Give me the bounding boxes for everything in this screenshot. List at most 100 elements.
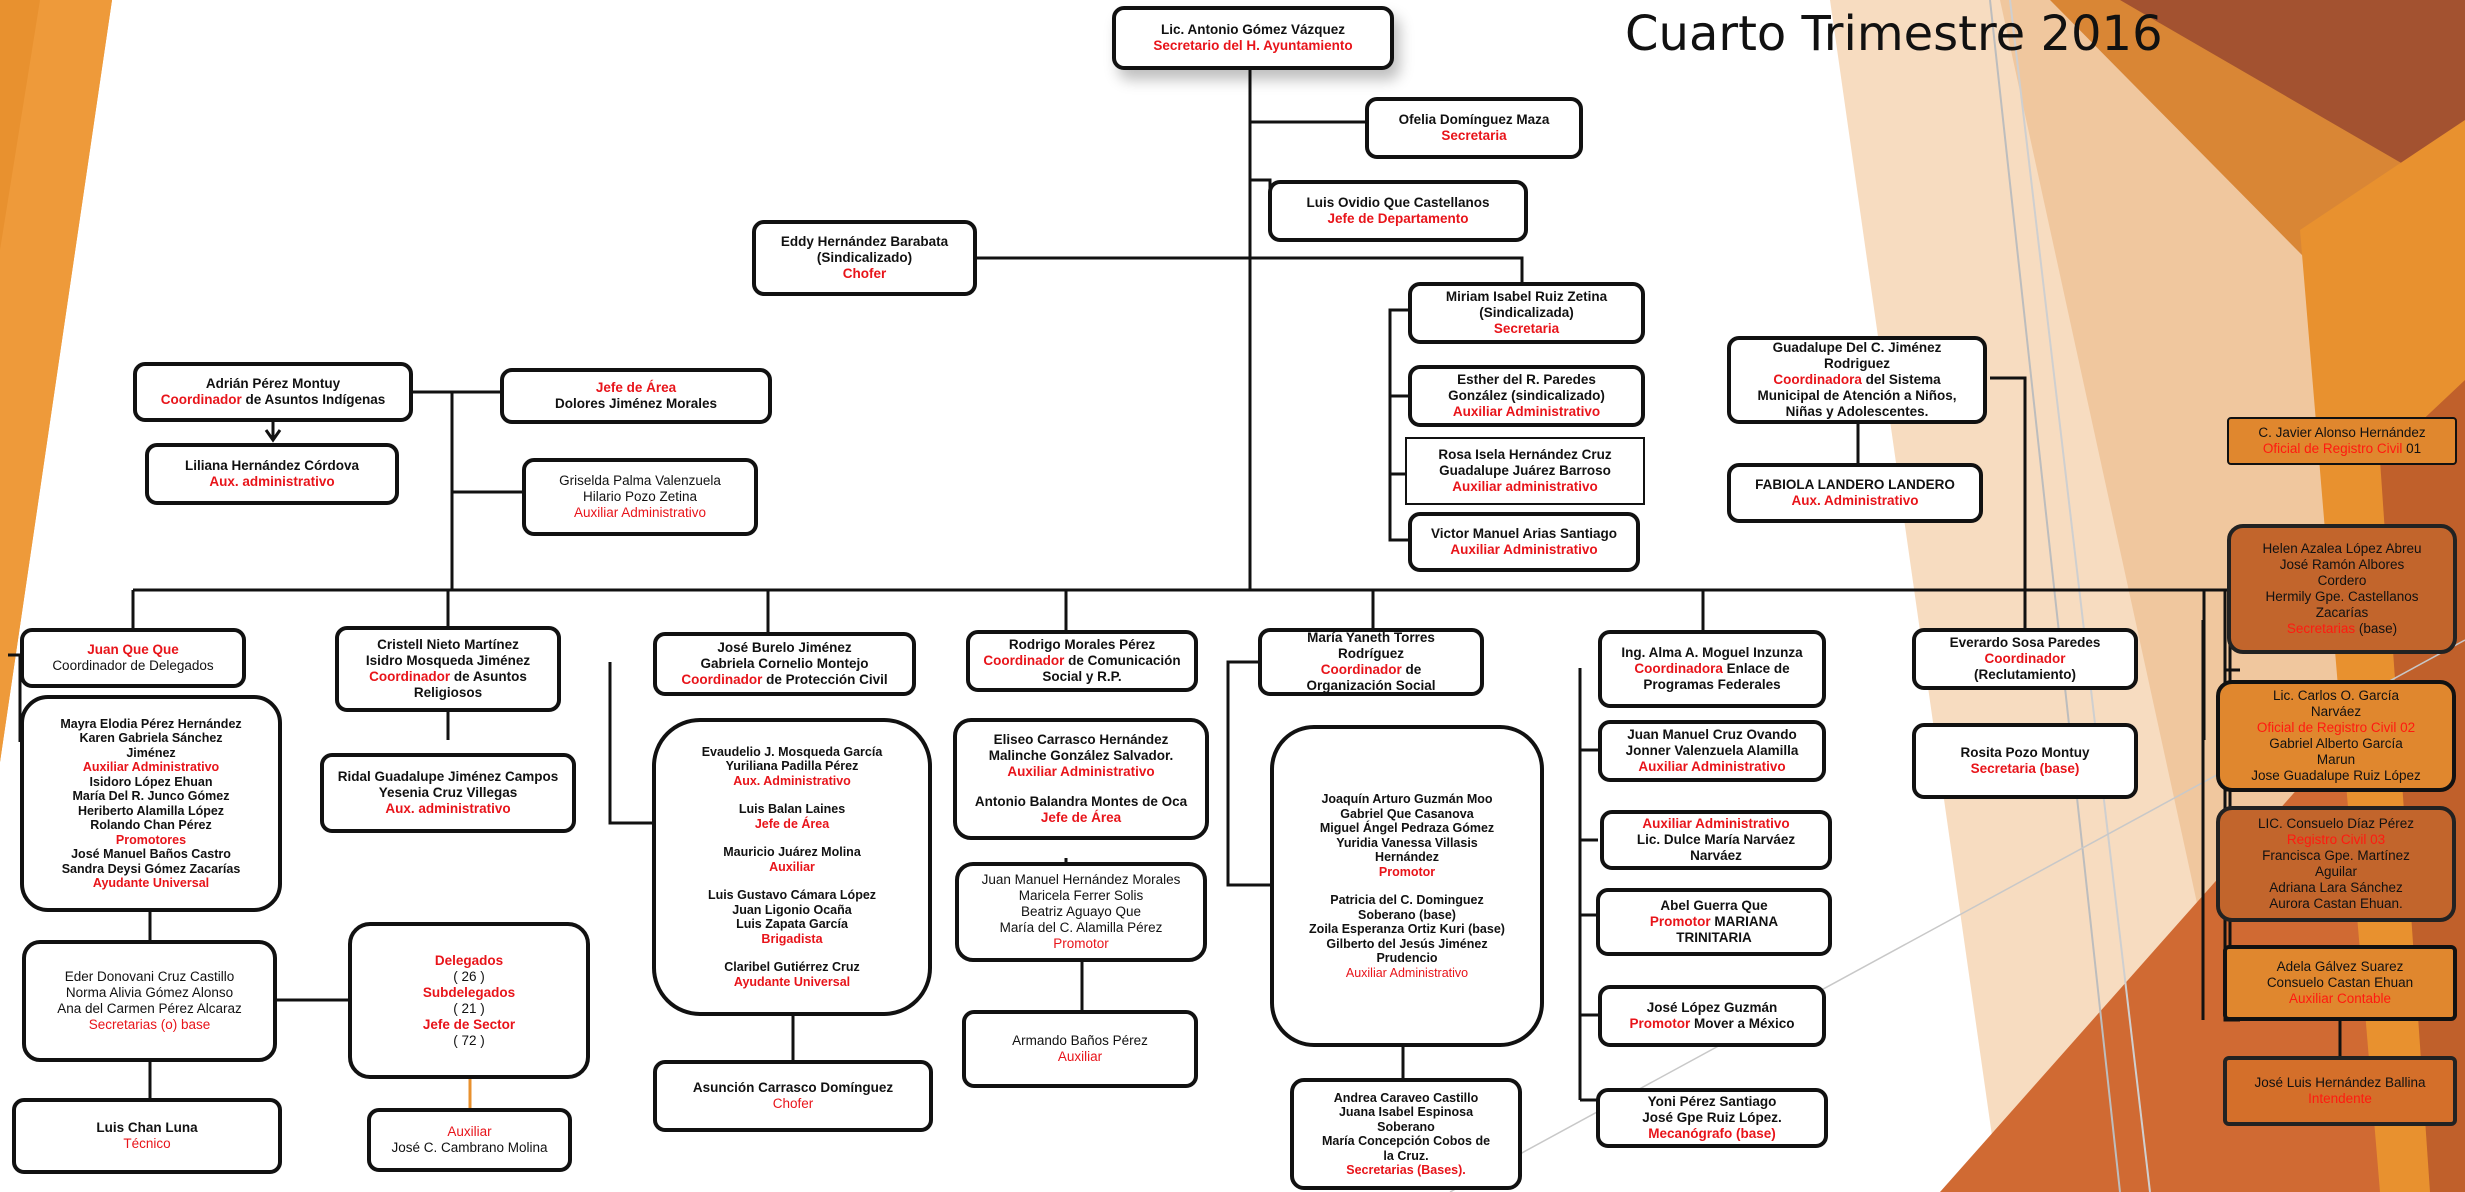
- box-eliseo[interactable]: Eliseo Carrasco Hernández Malinche Gonzá…: [953, 718, 1209, 840]
- person-name: Karen Gabriela Sánchez: [79, 731, 223, 745]
- role-label: Coordinador: [1320, 662, 1402, 677]
- person-name: Claribel Gutiérrez Cruz: [724, 960, 860, 975]
- box-yoni[interactable]: Yoni Pérez Santiago José Gpe Ruiz López.…: [1596, 1088, 1828, 1148]
- person-name: Rolando Chan Pérez: [90, 818, 212, 832]
- person-name: Narváez: [1690, 848, 1742, 863]
- box-jose-lopez[interactable]: José López Guzmán Promotor Mover a Méxic…: [1598, 985, 1826, 1047]
- role-desc: Programas Federales: [1643, 677, 1781, 692]
- person-name: Yuriliana Padilla Pérez: [725, 759, 859, 774]
- person-name: Eliseo Carrasco Hernández: [993, 732, 1169, 747]
- box-rosita[interactable]: Rosita Pozo Montuy Secretaria (base): [1912, 723, 2138, 799]
- person-name: Everardo Sosa Paredes: [1949, 635, 2101, 650]
- role-desc: Social y R.P.: [1042, 669, 1122, 684]
- role-line: Secretarias (base): [2287, 621, 2397, 637]
- box-armando[interactable]: Armando Baños Pérez Auxiliar: [962, 1010, 1198, 1088]
- person-name: Hernández: [1375, 850, 1439, 864]
- role-desc: de: [1401, 662, 1422, 677]
- role-label: Subdelegados: [422, 984, 516, 1000]
- box-auxiliar-jose[interactable]: Auxiliar José C. Cambrano Molina: [367, 1108, 572, 1172]
- box-victor[interactable]: Victor Manuel Arias Santiago Auxiliar Ad…: [1408, 512, 1640, 572]
- box-juan-que[interactable]: Juan Que Que Coordinador de Delegados: [20, 628, 246, 688]
- box-luis-ovidio[interactable]: Luis Ovidio Que Castellanos Jefe de Depa…: [1268, 180, 1528, 242]
- box-helen[interactable]: Helen Azalea López Abreu José Ramón Albo…: [2227, 524, 2457, 654]
- box-everardo[interactable]: Everardo Sosa Paredes Coordinador (Reclu…: [1912, 628, 2138, 690]
- person-name: Lic. Antonio Gómez Vázquez: [1160, 22, 1345, 37]
- person-name-cont: González (sindicalizado): [1448, 388, 1605, 403]
- box-andrea[interactable]: Andrea Caraveo Castillo Juana Isabel Esp…: [1290, 1078, 1522, 1190]
- person-name: Soberano: [1377, 1119, 1435, 1134]
- box-alma[interactable]: Ing. Alma A. Moguel Inzunza Coordinadora…: [1598, 630, 1826, 708]
- person-name: Luis Zapata García: [736, 917, 848, 932]
- box-jose-luis[interactable]: José Luis Hernández Ballina Intendente: [2223, 1056, 2457, 1126]
- box-consuelo[interactable]: LIC. Consuelo Díaz Pérez Registro Civil …: [2216, 806, 2456, 922]
- person-name: Gilberto del Jesús Jiménez: [1326, 936, 1488, 951]
- box-carlos[interactable]: Lic. Carlos O. García Narváez Oficial de…: [2216, 680, 2456, 792]
- box-esther[interactable]: Esther del R. Paredes González (sindical…: [1408, 365, 1645, 427]
- box-fabiola[interactable]: FABIOLA LANDERO LANDERO Aux. Administrat…: [1727, 463, 1983, 523]
- box-evaudelio[interactable]: Evaudelio J. Mosqueda García Yuriliana P…: [652, 718, 932, 1016]
- box-joaquin[interactable]: Joaquín Arturo Guzmán Moo Gabriel Que Ca…: [1270, 725, 1544, 1047]
- box-luis-chan[interactable]: Luis Chan Luna Técnico: [12, 1098, 282, 1174]
- person-name: Yuridia Vanessa Villasis: [1336, 835, 1478, 850]
- person-name: José Ramón Albores: [2279, 557, 2405, 572]
- person-name: Miriam Isabel Ruiz Zetina: [1445, 289, 1608, 304]
- role-label: Chofer: [842, 266, 887, 281]
- box-juan-manuel-hm[interactable]: Juan Manuel Hernández Morales Maricela F…: [955, 862, 1207, 962]
- person-name: Joaquín Arturo Guzmán Moo: [1321, 792, 1493, 806]
- box-eddy[interactable]: Eddy Hernández Barabata (Sindicalizado) …: [752, 220, 977, 296]
- person-name: Juan Ligonio Ocaña: [732, 902, 852, 917]
- role-label: Oficial de Registro Civil 02: [2256, 720, 2416, 735]
- person-name: Zoila Esperanza Ortiz Kuri (base): [1309, 922, 1505, 936]
- role-label: Auxiliar: [1057, 1049, 1103, 1064]
- box-dulce[interactable]: Auxiliar Administrativo Lic. Dulce María…: [1600, 810, 1832, 870]
- box-asuncion[interactable]: Asunción Carrasco Domínguez Chofer: [653, 1060, 933, 1132]
- box-ofelia[interactable]: Ofelia Domínguez Maza Secretaria: [1365, 97, 1583, 159]
- role-label: Auxiliar Administrativo: [1007, 764, 1155, 779]
- box-mayra[interactable]: Mayra Elodia Pérez Hernández Karen Gabri…: [20, 695, 282, 912]
- person-name: Lic. Dulce María Narváez: [1636, 832, 1796, 847]
- person-name: Cordero: [2317, 573, 2367, 588]
- box-secretario[interactable]: Lic. Antonio Gómez Vázquez Secretario de…: [1112, 6, 1394, 70]
- box-adela[interactable]: Adela Gálvez Suarez Consuelo Castan Ehua…: [2223, 945, 2457, 1021]
- box-adrian[interactable]: Adrián Pérez Montuy Coordinador de Asunt…: [133, 362, 413, 422]
- box-rodrigo[interactable]: Rodrigo Morales Pérez Coordinador de Com…: [966, 630, 1198, 692]
- person-name: Eddy Hernández Barabata: [780, 234, 949, 249]
- box-jose-burelo[interactable]: José Burelo Jiménez Gabriela Cornelio Mo…: [653, 632, 916, 696]
- person-name: Ing. Alma A. Moguel Inzunza: [1621, 645, 1803, 660]
- role-label: Auxiliar Administrativo: [573, 505, 707, 520]
- person-name: Beatriz Aguayo Que: [1020, 904, 1142, 919]
- person-name: Luis Balan Laines: [738, 802, 846, 817]
- box-javier[interactable]: C. Javier Alonso Hernández Oficial de Re…: [2227, 417, 2457, 465]
- person-name: Miguel Ángel Pedraza Gómez: [1319, 821, 1495, 835]
- role-label: Auxiliar Administrativo: [82, 760, 220, 774]
- person-name: Soberano (base): [1358, 907, 1456, 922]
- role-label: Auxiliar: [769, 859, 815, 874]
- role-label: Auxiliar Administrativo: [1345, 965, 1469, 980]
- box-miriam[interactable]: Miriam Isabel Ruiz Zetina (Sindicalizada…: [1408, 282, 1645, 344]
- role-label: Coordinador: [1984, 651, 2066, 666]
- person-name: María Yaneth Torres: [1307, 630, 1435, 645]
- role-label: Ayudante Universal: [733, 974, 851, 989]
- role-label: Coordinador: [369, 669, 451, 684]
- box-ridal[interactable]: Ridal Guadalupe Jiménez Campos Yesenia C…: [320, 753, 576, 833]
- role-label: Auxiliar Contable: [2288, 991, 2392, 1006]
- box-cristell[interactable]: Cristell Nieto Martínez Isidro Mosqueda …: [335, 626, 561, 712]
- box-rosa[interactable]: Rosa Isela Hernández Cruz Guadalupe Juár…: [1405, 437, 1645, 505]
- box-jefe-area[interactable]: Jefe de Área Dolores Jiménez Morales: [500, 368, 772, 424]
- box-eder[interactable]: Eder Donovani Cruz Castillo Norma Alivia…: [22, 940, 277, 1062]
- box-griselda[interactable]: Griselda Palma Valenzuela Hilario Pozo Z…: [522, 458, 758, 536]
- person-name: Consuelo Castan Ehuan: [2266, 975, 2414, 990]
- box-delegados[interactable]: Delegados ( 26 ) Subdelegados ( 21 ) Jef…: [348, 922, 590, 1079]
- box-maria-yaneth[interactable]: María Yaneth Torres Rodríguez Coordinado…: [1258, 628, 1484, 696]
- role-desc: Municipal de Atención a Niños,: [1757, 388, 1957, 403]
- role-desc: TRINITARIA: [1676, 930, 1752, 945]
- person-name: Gabriel Que Casanova: [1340, 806, 1474, 821]
- box-guadalupe[interactable]: Guadalupe Del C. Jiménez Rodriguez Coord…: [1727, 336, 1987, 424]
- role-label: Jefe de Sector: [422, 1016, 516, 1032]
- box-juan-manuel-co[interactable]: Juan Manuel Cruz Ovando Jonner Valenzuel…: [1598, 720, 1826, 782]
- box-abel[interactable]: Abel Guerra Que Promotor MARIANA TRINITA…: [1596, 888, 1832, 956]
- role-line: Oficial de Registro Civil 01: [2263, 441, 2421, 457]
- role-line: Coordinador de Comunicación: [983, 653, 1180, 669]
- box-liliana[interactable]: Liliana Hernández Córdova Aux. administr…: [145, 443, 399, 505]
- person-name: Juan Manuel Cruz Ovando: [1627, 727, 1797, 742]
